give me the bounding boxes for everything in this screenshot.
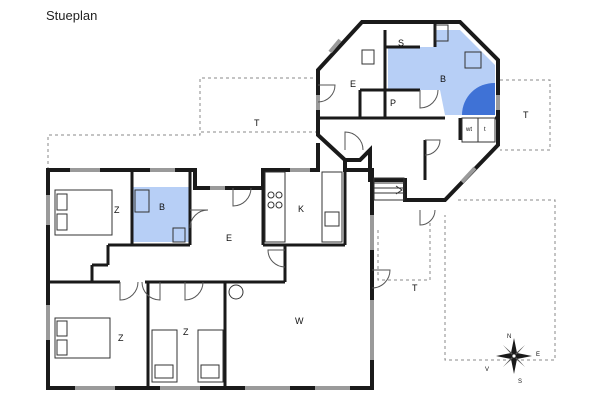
terrace-right-label: T — [523, 110, 529, 120]
bedroom-top-label: Z — [114, 205, 120, 215]
compass-s: S — [518, 379, 522, 385]
compass-e: E — [536, 352, 540, 358]
terrace-outlines — [47, 77, 556, 361]
dryer-label: t — [484, 127, 486, 133]
compass-rose: N E S V — [485, 334, 540, 385]
windows — [46, 38, 500, 390]
room-labels: T T T S B E P wt t Z B E K Z Z W — [114, 38, 529, 343]
terrace-label: T — [254, 118, 260, 128]
stairs — [373, 177, 405, 201]
doors — [119, 84, 441, 301]
main-entry-label: E — [226, 233, 232, 243]
main-bath-floor — [133, 187, 189, 242]
shower — [462, 82, 495, 115]
plan-title: Stueplan — [46, 8, 98, 23]
kitchen-label: K — [298, 204, 304, 214]
octagon-entry-label: E — [350, 79, 356, 89]
main-bath-label: B — [159, 202, 165, 212]
storage-label: S — [398, 38, 404, 48]
pantry-label: P — [390, 98, 396, 108]
furniture — [54, 24, 496, 383]
octagon-bath-floor — [388, 30, 495, 115]
terrace-lower-label: T — [412, 283, 418, 293]
octagon-wall — [316, 20, 500, 202]
bedroom-bottom-mid-label: Z — [183, 327, 189, 337]
compass-n: N — [507, 334, 511, 340]
bedroom-bottom-left-label: Z — [118, 333, 124, 343]
octagon-bath-label: B — [440, 74, 446, 84]
washer-label: wt — [465, 127, 472, 133]
interior-walls — [48, 22, 498, 388]
living-room-label: W — [295, 316, 304, 326]
compass-w: V — [485, 367, 489, 373]
